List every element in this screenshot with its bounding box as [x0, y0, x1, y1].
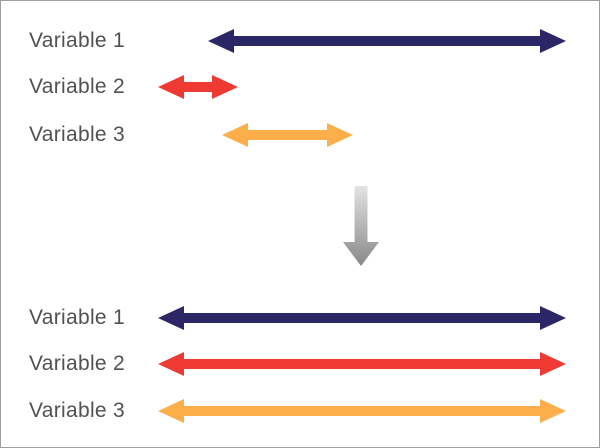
range-arrow [158, 75, 238, 99]
range-arrow [158, 352, 566, 376]
range-arrow [158, 306, 566, 330]
variable-label: Variable 2 [29, 352, 126, 375]
range-arrow [208, 29, 566, 53]
variable-label: Variable 3 [29, 399, 126, 422]
variable-label: Variable 3 [29, 123, 126, 146]
variable-label: Variable 1 [29, 306, 126, 329]
variable-label: Variable 2 [29, 75, 126, 98]
range-arrow [222, 123, 353, 147]
variable-label: Variable 1 [29, 29, 126, 52]
down-arrow-icon [343, 186, 379, 266]
range-arrow [158, 399, 566, 423]
